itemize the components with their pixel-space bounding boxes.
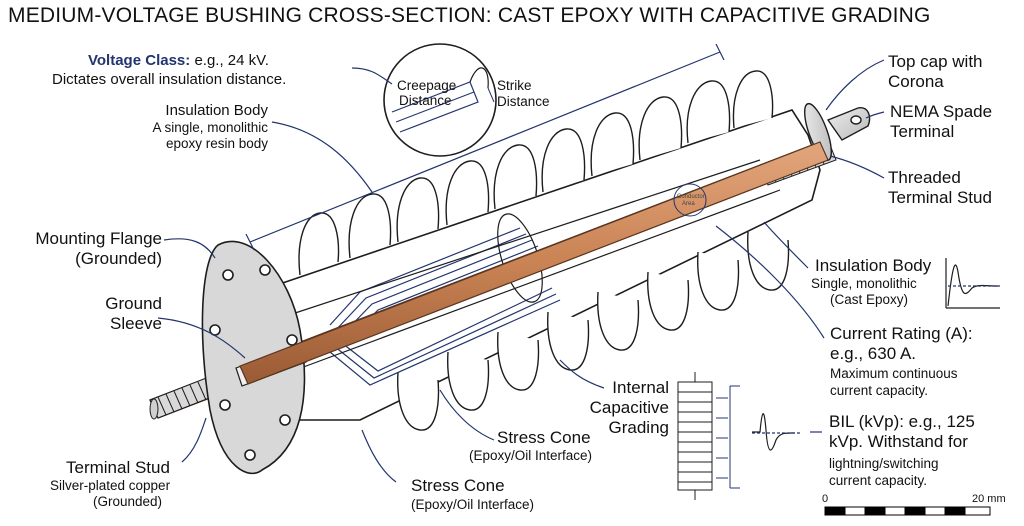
voltage-class-label: Voltage Class: e.g., 24 kV.: [88, 52, 269, 70]
bil-waveform: [752, 413, 800, 451]
creepage-line1: Creepage: [397, 78, 457, 93]
ground-sleeve-line2: Sleeve: [110, 314, 162, 333]
insulation-body-right-title: Insulation Body: [815, 256, 932, 275]
terminal-stud-title: Terminal Stud: [66, 458, 170, 477]
stress-cone-bottom-sub: (Epoxy/Oil Interface): [411, 497, 535, 512]
voltage-class-desc: Dictates overall insulation distance.: [52, 71, 287, 88]
current-rating-title: Current Rating (A):: [830, 324, 973, 343]
conductor-tag-line1: Conductor: [677, 194, 705, 200]
current-rating-line2: current capacity.: [830, 383, 929, 398]
ground-sleeve-line1: Ground: [105, 294, 162, 313]
internal-grading-line3: Grading: [608, 418, 669, 437]
grading-stack: [677, 372, 740, 500]
mounting-flange-line1: Mounting Flange: [35, 229, 162, 248]
insulation-body-left-title: Insulation Body: [165, 102, 268, 119]
terminal-stud-line2: (Grounded): [93, 494, 163, 509]
upper-sheds: [298, 70, 774, 276]
nema-line2: Terminal: [890, 122, 955, 141]
scale-end-label: 20 mm: [972, 493, 1006, 505]
strike-line2: Distance: [497, 94, 550, 109]
internal-grading-line1: Internal: [612, 378, 669, 397]
insulation-body-right-line2: (Cast Epoxy): [830, 292, 909, 307]
top-cap-line2: Corona: [888, 72, 944, 91]
current-rating-value: e.g., 630 A.: [830, 344, 917, 363]
stress-cone-bottom-title: Stress Cone: [411, 476, 505, 495]
voltage-class-value: e.g., 24 kV.: [194, 52, 269, 69]
conductor-area-marker: [673, 183, 707, 217]
leader-lines: [157, 59, 885, 483]
conductor-tag-line2: Area: [682, 201, 695, 207]
bil-line4: current capacity.: [829, 473, 928, 488]
top-cap-line1: Top cap with: [888, 52, 983, 71]
scale-start-label: 0: [822, 493, 829, 505]
voltage-class-key: Voltage Class:: [88, 52, 191, 69]
creepage-inset: [383, 43, 497, 157]
bil-line1: BIL (kVp): e.g., 125: [829, 412, 975, 431]
conductor-rod-upper: [239, 141, 829, 385]
diagram-title: MEDIUM-VOLTAGE BUSHING CROSS-SECTION: CA…: [8, 4, 931, 27]
bil-line3: lightning/switching: [829, 456, 939, 471]
insulation-body-right-line1: Single, monolithic: [811, 276, 917, 291]
stress-cone-mid-sub: (Epoxy/Oil Interface): [469, 448, 593, 463]
insulation-body-left-line2: epoxy resin body: [165, 136, 268, 151]
scale-bar: [824, 506, 991, 516]
insulation-dimension-line: [245, 43, 725, 251]
terminal-stud-line1: Silver-plated copper: [50, 478, 171, 493]
strike-line1: Strike: [497, 78, 532, 93]
bil-line2: kVp. Withstand for: [829, 432, 968, 451]
creepage-line2: Distance: [399, 93, 452, 108]
threaded-line1: Threaded: [888, 168, 961, 187]
insulation-waveform: [945, 258, 1000, 309]
current-rating-line1: Maximum continuous: [830, 366, 958, 381]
threaded-line2: Terminal Stud: [888, 188, 992, 207]
internal-grading-line2: Capacitive: [589, 398, 669, 417]
nema-spade-terminal: [826, 107, 871, 141]
insulation-body-left-line1: A single, monolithic: [152, 120, 268, 135]
mounting-flange-line2: (Grounded): [75, 249, 162, 268]
stress-cone-mid-title: Stress Cone: [497, 428, 591, 447]
nema-line1: NEMA Spade: [890, 102, 993, 121]
mounting-flange: [201, 240, 306, 475]
